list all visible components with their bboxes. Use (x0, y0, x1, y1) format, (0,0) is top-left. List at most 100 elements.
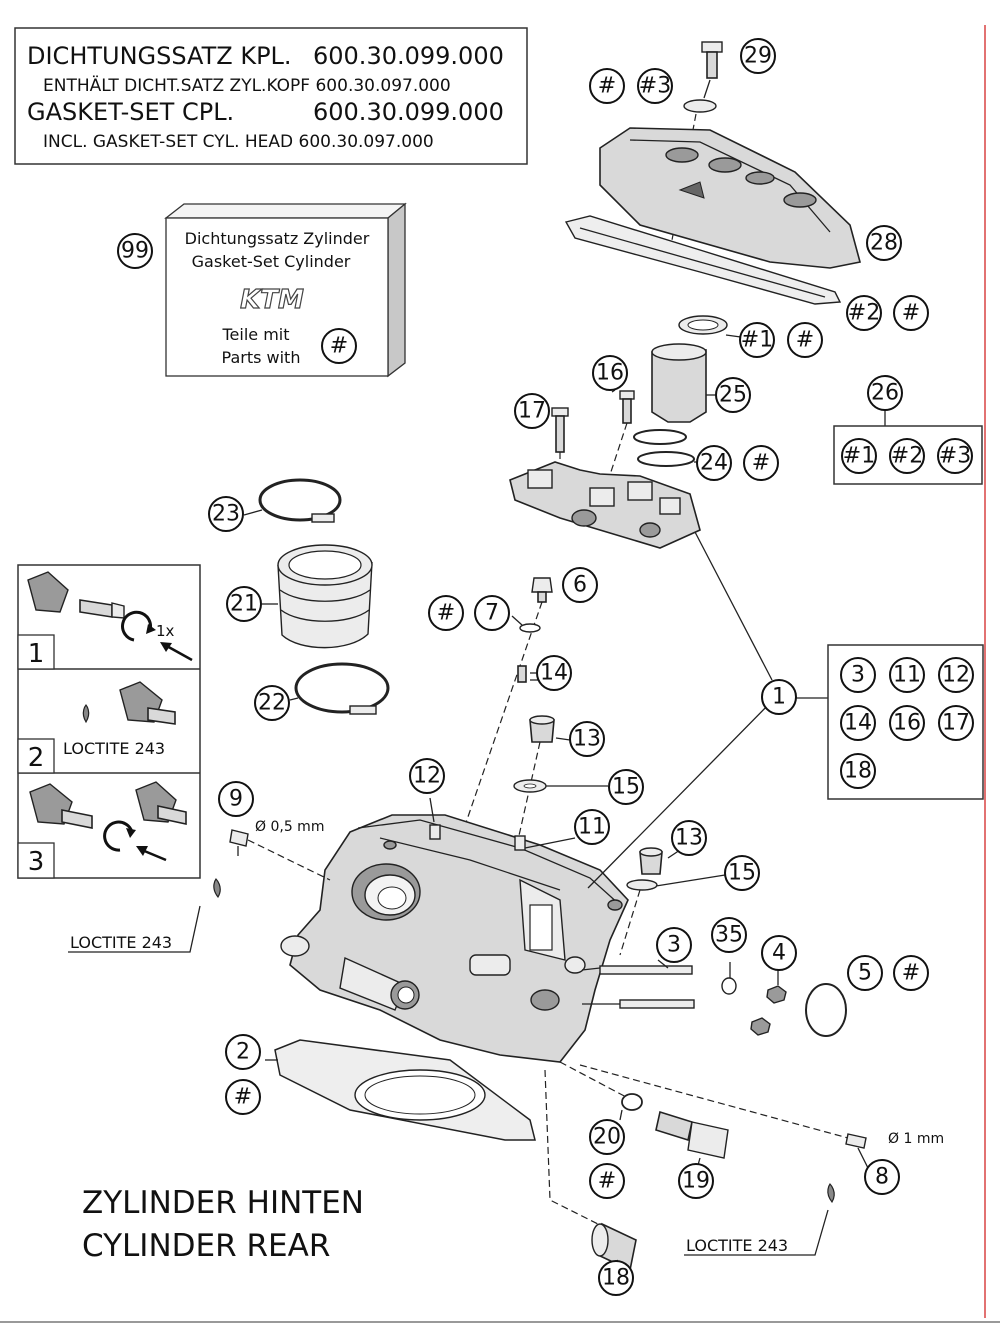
callout-7[interactable]: 7 (474, 595, 510, 631)
assembly-1-item-16: 16 (893, 711, 921, 736)
callout-hash-7[interactable]: # (428, 595, 464, 631)
callout-13-top-label: 13 (573, 727, 601, 752)
callout-21-label: 21 (230, 592, 258, 617)
callout-15-right-label: 15 (728, 861, 756, 886)
gasket-box-line1: Dichtungssatz Zylinder (185, 229, 370, 248)
callout-22-label: 22 (258, 691, 286, 716)
callout-hash-2[interactable]: # (225, 1079, 261, 1115)
assembly-1-item-11: 11 (893, 663, 921, 688)
callout-99-label: 99 (121, 239, 149, 264)
callout-hash-2-label: # (234, 1085, 252, 1110)
callout-hash-29-label: # (598, 74, 616, 99)
callout-h2-28-label: #2 (848, 301, 880, 326)
callout-hash-24[interactable]: # (743, 445, 779, 481)
callout-hash-5[interactable]: # (893, 955, 929, 991)
gasket-box-line3: Teile mit (221, 325, 289, 344)
gasket-set-header-box: DICHTUNGSSATZ KPL. 600.30.099.000 ENTHÄL… (14, 27, 528, 165)
callout-h2-28[interactable]: #2 (846, 295, 882, 331)
callout-26[interactable]: 26 (867, 375, 903, 411)
callout-3-label: 3 (667, 933, 681, 958)
callout-17-label: 17 (518, 399, 546, 424)
callout-24[interactable]: 24 (696, 445, 732, 481)
callout-8-label: 8 (875, 1165, 889, 1190)
callout-hash-28-label: # (902, 301, 920, 326)
ktm-logo: KTM (240, 285, 304, 315)
callout-28[interactable]: 28 (866, 225, 902, 261)
callout-22[interactable]: 22 (254, 685, 290, 721)
callout-hash-25-label: # (796, 328, 814, 353)
callout-17[interactable]: 17 (514, 393, 550, 429)
callout-hash-29[interactable]: # (589, 68, 625, 104)
callout-20[interactable]: 20 (589, 1119, 625, 1155)
callout-1[interactable]: 1 (761, 679, 797, 715)
callout-hash-20[interactable]: # (589, 1163, 625, 1199)
callout-13-right-label: 13 (675, 826, 703, 851)
callout-h3-29[interactable]: #3 (637, 68, 673, 104)
head-gasket (265, 1039, 536, 1141)
mounting-steps-panel: 1 2 3 1x LOCTITE 243 (17, 564, 201, 879)
callout-29[interactable]: 29 (740, 38, 776, 74)
callout-16-label: 16 (596, 361, 624, 386)
callout-2[interactable]: 2 (225, 1034, 261, 1070)
valve-cover-assembly (509, 41, 861, 681)
header-line2: ENTHÄLT DICHT.SATZ ZYL.KOPF 600.30.097.0… (43, 75, 451, 96)
callout-5[interactable]: 5 (847, 955, 883, 991)
callout-hash-28[interactable]: # (893, 295, 929, 331)
callout-9[interactable]: 9 (218, 781, 254, 817)
callout-hash-7-label: # (437, 601, 455, 626)
step-1-note: 1x (156, 622, 175, 640)
callout-35-label: 35 (715, 923, 743, 948)
assembly-1-item-12: 12 (942, 663, 970, 688)
assembly-1-item-18: 18 (844, 759, 872, 784)
callout-4[interactable]: 4 (761, 935, 797, 971)
callout-h3-29-label: #3 (639, 74, 671, 99)
callout-9-label: 9 (229, 787, 243, 812)
kit-26-item-2: #2 (891, 444, 923, 469)
gasket-box-line2: Gasket-Set Cylinder (192, 252, 351, 271)
callout-14[interactable]: 14 (536, 655, 572, 691)
header-line3-label: GASKET-SET CPL. (27, 98, 234, 126)
callout-18[interactable]: 18 (598, 1260, 634, 1296)
callout-1-label: 1 (772, 685, 786, 710)
callout-21[interactable]: 21 (226, 586, 262, 622)
callout-11[interactable]: 11 (574, 809, 610, 845)
step-2-number: 2 (28, 743, 45, 773)
callout-13-top[interactable]: 13 (569, 721, 605, 757)
callout-3[interactable]: 3 (656, 927, 692, 963)
callout-hash-5-label: # (902, 961, 920, 986)
assembly-1-item-17: 17 (942, 711, 970, 736)
step-2-loctite: LOCTITE 243 (63, 739, 165, 758)
callout-12[interactable]: 12 (409, 758, 445, 794)
callout-99[interactable]: 99 (117, 233, 153, 269)
studs-and-nuts (581, 959, 847, 1037)
callout-20-label: 20 (593, 1125, 621, 1150)
gasket-set-cylinder-box: Dichtungssatz Zylinder Gasket-Set Cylind… (164, 202, 407, 378)
callout-hash-25[interactable]: # (787, 322, 823, 358)
callout-13-right[interactable]: 13 (671, 820, 707, 856)
callout-28-label: 28 (870, 231, 898, 256)
callout-6[interactable]: 6 (562, 567, 598, 603)
callout-8[interactable]: 8 (864, 1159, 900, 1195)
callout-35[interactable]: 35 (711, 917, 747, 953)
callout-5-label: 5 (858, 961, 872, 986)
temperature-sensor (559, 1061, 729, 1166)
callout-15-right[interactable]: 15 (724, 855, 760, 891)
assembly-1-item-3: 3 (851, 663, 865, 688)
callout-25[interactable]: 25 (715, 377, 751, 413)
callout-26-label: 26 (871, 381, 899, 406)
callout-19-label: 19 (682, 1169, 710, 1194)
callout-14-label: 14 (540, 661, 568, 686)
callout-7-label: 7 (485, 601, 499, 626)
assembly-1-item-14: 14 (844, 711, 872, 736)
callout-15-top[interactable]: 15 (608, 769, 644, 805)
step-3-number: 3 (28, 847, 45, 877)
callout-11-label: 11 (578, 815, 606, 840)
intake-hardware (243, 478, 390, 715)
callout-16[interactable]: 16 (592, 355, 628, 391)
title-german: ZYLINDER HINTEN (82, 1185, 364, 1221)
callout-23[interactable]: 23 (208, 496, 244, 532)
callout-h1-25[interactable]: #1 (739, 322, 775, 358)
header-line4: INCL. GASKET-SET CYL. HEAD 600.30.097.00… (43, 132, 434, 152)
callout-19[interactable]: 19 (678, 1163, 714, 1199)
